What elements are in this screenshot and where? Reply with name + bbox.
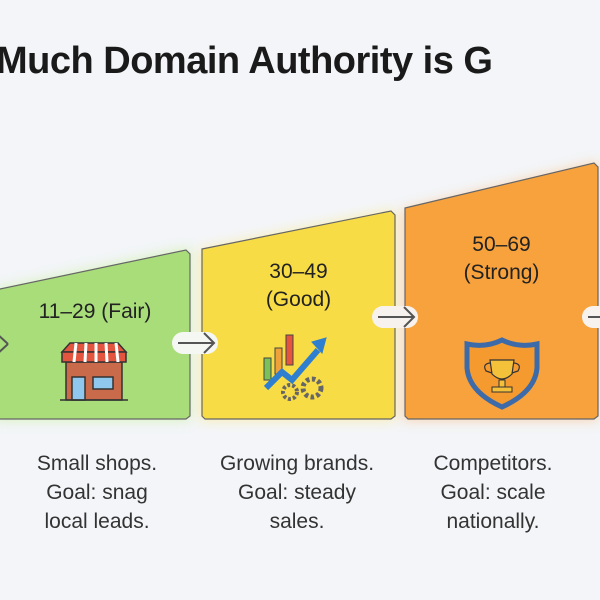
tier-good-range: 30–49 (269, 260, 328, 283)
tier-good-box (201, 210, 396, 420)
arrow-icon (582, 306, 600, 328)
storefront-icon (60, 342, 128, 401)
page-title: Much Domain Authority is G (0, 40, 493, 82)
shield-trophy-icon (464, 337, 540, 410)
arrow-icon (172, 332, 218, 354)
arrow-icon (0, 335, 9, 353)
tier-strong-box (404, 162, 599, 420)
tier-fair-box (0, 249, 191, 420)
caption-line: Competitors. (433, 452, 553, 475)
tier-strong-label: (Strong) (463, 261, 540, 284)
caption-line: Small shops. (36, 452, 158, 475)
caption-line: local leads. (44, 510, 150, 533)
growth-chart-gears-icon (263, 334, 327, 401)
caption-line: sales. (269, 510, 325, 533)
tier-good-label: (Good) (265, 288, 332, 311)
tier-strong-caption: Competitors. Goal: scale nationally. (393, 449, 593, 536)
caption-line: Goal: scale (440, 481, 546, 504)
tier-fair-caption: Small shops. Goal: snag local leads. (0, 449, 197, 536)
arrow-icon (372, 306, 418, 328)
caption-line: Growing brands. (219, 452, 375, 475)
caption-line: Goal: snag (46, 481, 148, 504)
tier-good-caption: Growing brands. Goal: steady sales. (197, 449, 397, 536)
caption-line: Goal: steady (238, 481, 356, 504)
tier-fair-range: 11–29 (Fair) (38, 300, 152, 323)
tier-strong-range: 50–69 (472, 233, 531, 256)
caption-line: nationally. (446, 510, 540, 533)
